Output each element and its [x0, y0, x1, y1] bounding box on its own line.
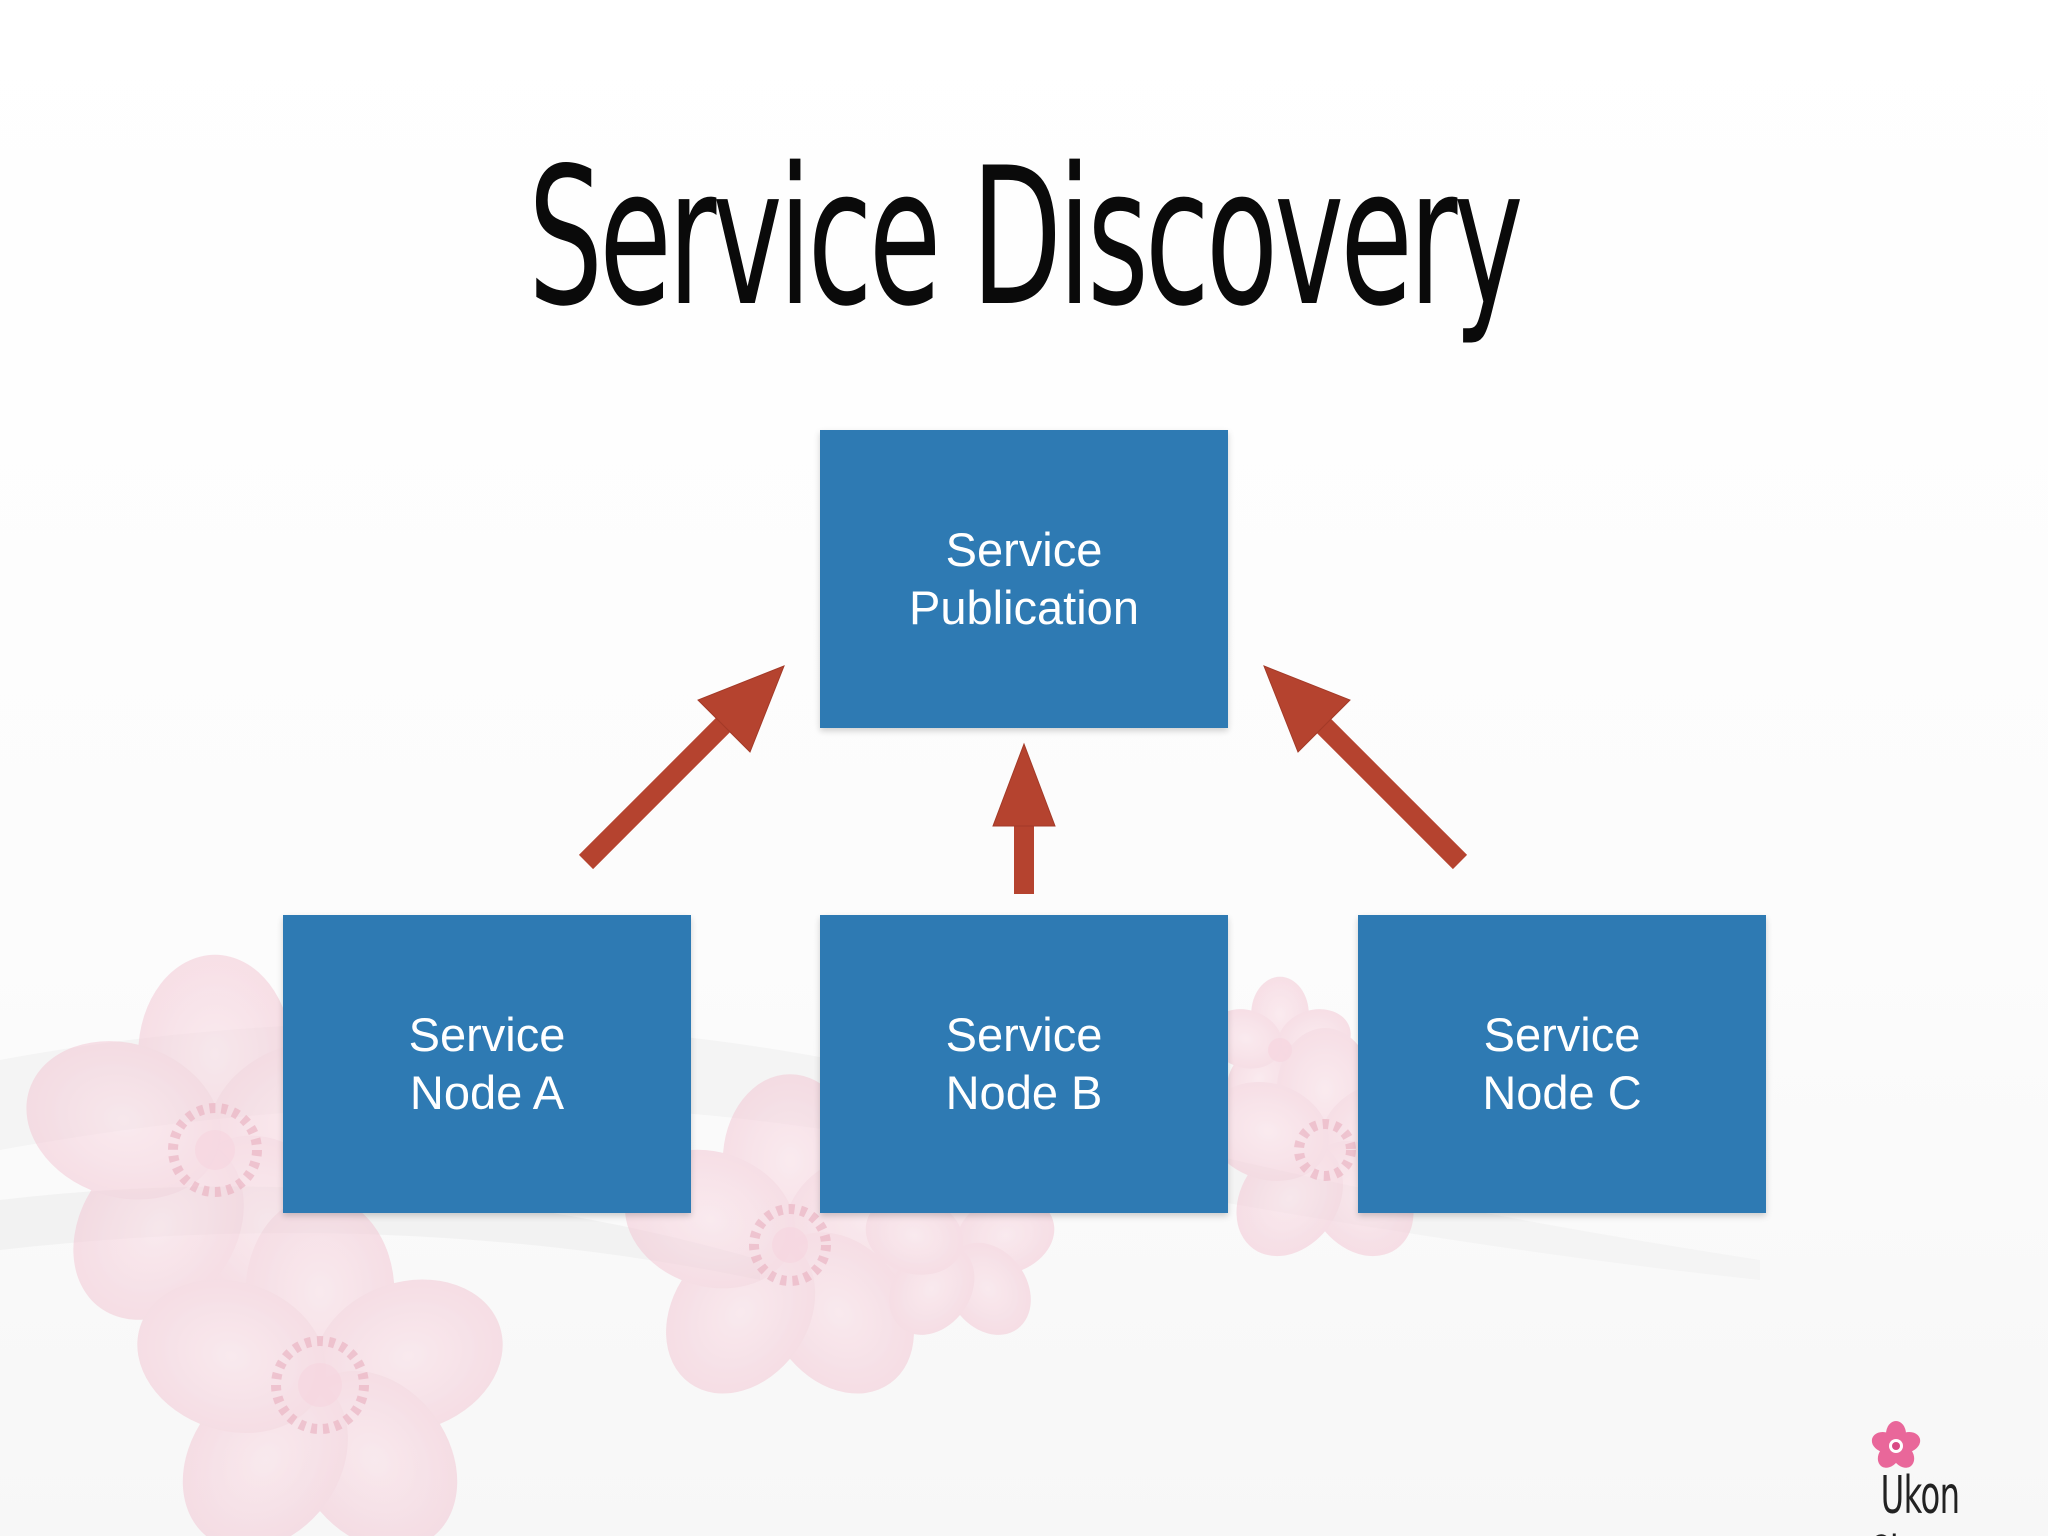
cherry-blossom-icon	[1871, 1421, 1921, 1468]
service-publication-box: Service Publication	[820, 430, 1228, 728]
arrow-node-a-to-publication	[578, 665, 785, 870]
box-line-2: Publication	[909, 581, 1139, 634]
service-node-b-box: Service Node B	[820, 915, 1228, 1213]
box-line-1: Service	[945, 523, 1103, 576]
box-line-1: Service	[945, 1008, 1103, 1061]
brand-name: Ukon Cherry	[1868, 1466, 1973, 1536]
box-line-1: Service	[408, 1008, 566, 1061]
arrow-node-c-to-publication	[1263, 665, 1468, 870]
box-line-2: Node C	[1482, 1066, 1642, 1119]
box-line-2: Node B	[945, 1066, 1103, 1119]
slide-title: Service Discovery	[528, 127, 1523, 348]
box-line-1: Service	[1483, 1008, 1641, 1061]
service-node-a-box: Service Node A	[283, 915, 691, 1213]
arrow-node-b-to-publication	[992, 742, 1056, 894]
box-line-2: Node A	[409, 1066, 565, 1119]
service-node-c-box: Service Node C	[1358, 915, 1766, 1213]
